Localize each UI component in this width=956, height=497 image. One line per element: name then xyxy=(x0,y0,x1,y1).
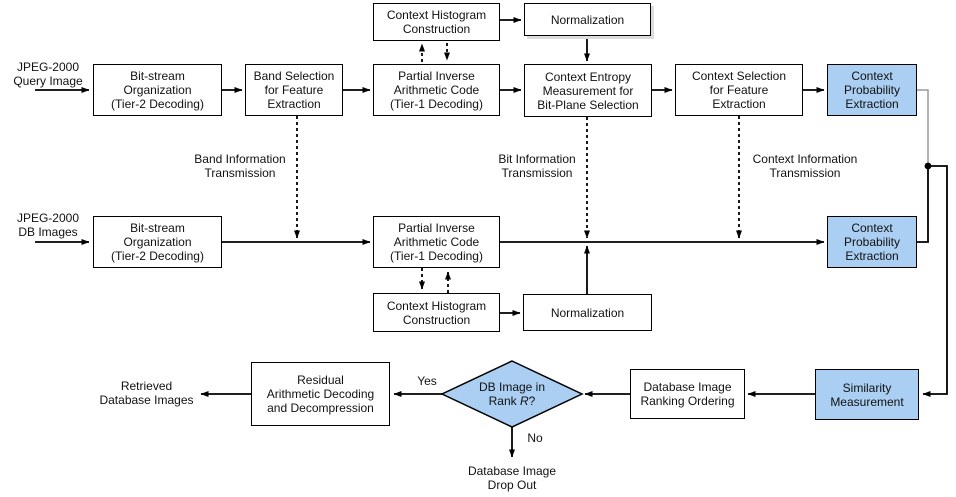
node-partial-inverse-db: Partial Inverse Arithmetic Code (Tier-1 … xyxy=(373,216,500,268)
decision-diamond xyxy=(440,360,584,428)
context-information-label: Context Information Transmission xyxy=(752,152,858,180)
wire-probabilityquery-to-junction xyxy=(917,89,929,164)
band-information-label: Band Information Transmission xyxy=(194,152,286,180)
node-context-entropy: Context Entropy Measurement for Bit-Plan… xyxy=(524,64,652,117)
retrieved-label: Retrieved Database Images xyxy=(99,379,194,407)
node-residual-decoding: Residual Arithmetic Decoding and Decompr… xyxy=(251,362,390,426)
node-context-probability-db: Context Probability Extraction xyxy=(827,216,917,268)
junction-dot xyxy=(924,162,932,170)
no-label: No xyxy=(527,431,543,445)
node-context-histogram-top: Context Histogram Construction xyxy=(373,3,500,41)
node-bitstream-organization-db: Bit-stream Organization (Tier-2 Decoding… xyxy=(93,216,222,268)
query-input-label: JPEG-2000 Query Image xyxy=(13,60,83,88)
node-context-probability-query: Context Probability Extraction xyxy=(827,64,917,116)
db-input-label: JPEG-2000 DB Images xyxy=(16,211,80,239)
node-band-selection: Band Selection for Feature Extraction xyxy=(245,64,343,116)
node-partial-inverse-query: Partial Inverse Arithmetic Code (Tier-1 … xyxy=(373,64,500,116)
node-normalization-bottom: Normalization xyxy=(523,294,652,331)
decision-line2: Rank R? xyxy=(488,394,536,408)
decision-line1: DB Image in xyxy=(478,380,546,394)
arrow-junction-to-similarity xyxy=(922,165,948,397)
node-similarity-measurement: Similarity Measurement xyxy=(815,369,919,420)
node-context-histogram-bottom: Context Histogram Construction xyxy=(373,293,500,332)
node-database-ranking: Database Image Ranking Ordering xyxy=(630,369,745,419)
bit-information-label: Bit Information Transmission xyxy=(498,152,576,180)
wire-probabilitydb-to-junction xyxy=(917,166,929,243)
yes-label: Yes xyxy=(417,374,437,388)
rank-variable: R xyxy=(520,394,529,408)
node-context-selection: Context Selection for Feature Extraction xyxy=(675,64,803,116)
node-bitstream-organization-query: Bit-stream Organization (Tier-2 Decoding… xyxy=(93,64,222,116)
drop-out-label: Database Image Drop Out xyxy=(467,464,557,492)
node-normalization-top: Normalization xyxy=(524,3,651,36)
decision-label: DB Image in Rank R? xyxy=(447,368,577,420)
